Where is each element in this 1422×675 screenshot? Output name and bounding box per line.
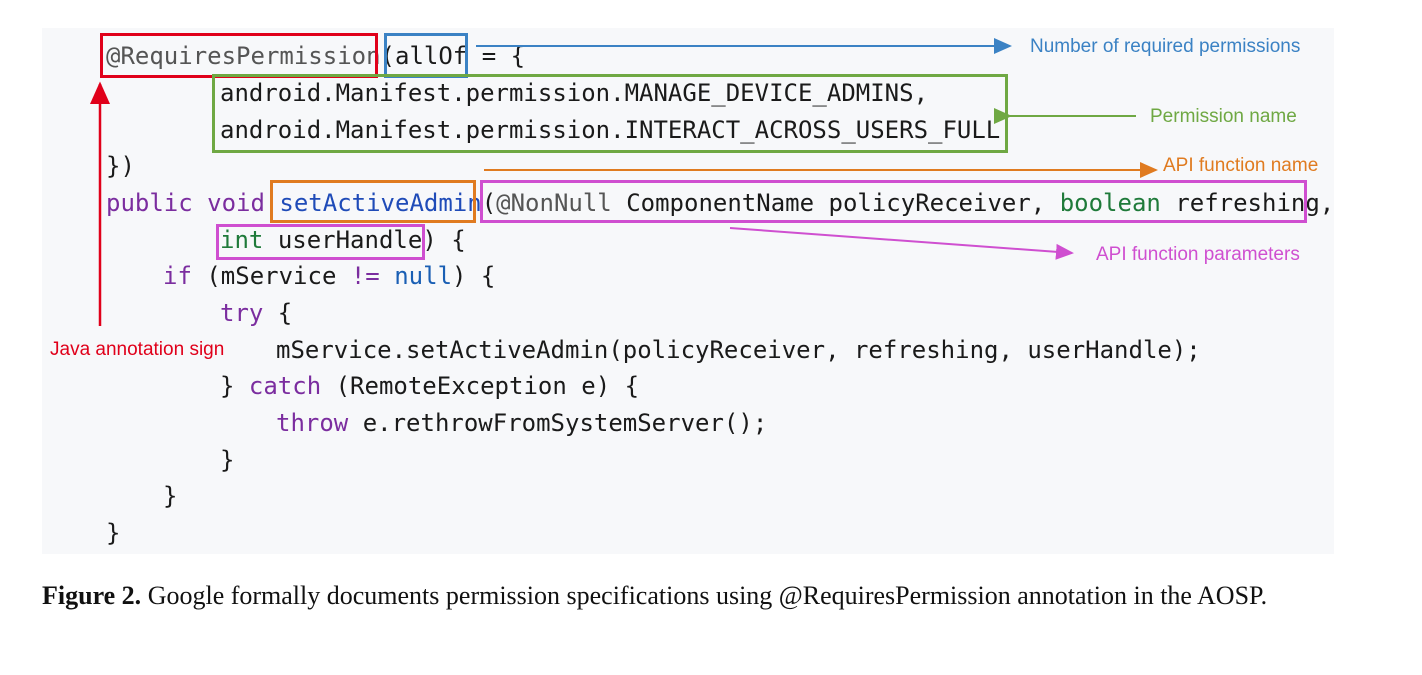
caption-label: Figure 2.	[42, 581, 142, 610]
code-line-11: throw e.rethrowFromSystemServer();	[276, 409, 768, 437]
label-perm-name: Permission name	[1150, 106, 1297, 127]
code-line-13: }	[163, 482, 178, 510]
method-name: setActiveAdmin	[279, 189, 482, 217]
label-java-sign: Java annotation sign	[50, 339, 225, 360]
parameter-userhandle-highlight-box	[216, 224, 425, 260]
caption-text: Google formally documents permission spe…	[141, 581, 1268, 610]
label-api-name: API function name	[1163, 155, 1319, 176]
code-line-2: android.Manifest.permission.MANAGE_DEVIC…	[220, 79, 929, 107]
method-name-highlight-box	[270, 180, 476, 223]
code-line-8: try {	[220, 299, 293, 327]
parameters-highlight-box	[480, 180, 1307, 223]
code-line-6: int userHandle) {	[220, 226, 466, 254]
code-line-9: mService.setActiveAdmin(policyReceiver, …	[276, 336, 1201, 364]
code-line-10: } catch (RemoteException e) {	[220, 372, 640, 400]
figure-caption: Figure 2. Google formally documents perm…	[42, 576, 1372, 616]
allof-keyword: allOf	[395, 42, 468, 70]
code-line-4: })	[106, 152, 135, 180]
code-line-14: }	[106, 519, 121, 547]
arrow-api-params	[729, 227, 1074, 260]
code-line-5: public void setActiveAdmin(@NonNull Comp…	[106, 189, 1335, 217]
code-line-1: @RequiresPermission(allOf = {	[106, 42, 526, 70]
label-num-perms: Number of required permissions	[1030, 36, 1301, 57]
label-api-params: API function parameters	[1096, 244, 1300, 265]
code-line-7: if (mService != null) {	[163, 262, 496, 290]
code-line-3: android.Manifest.permission.INTERACT_ACR…	[220, 116, 1001, 144]
code-line-12: }	[220, 446, 235, 474]
requires-permission-annotation: @RequiresPermission	[106, 42, 381, 70]
